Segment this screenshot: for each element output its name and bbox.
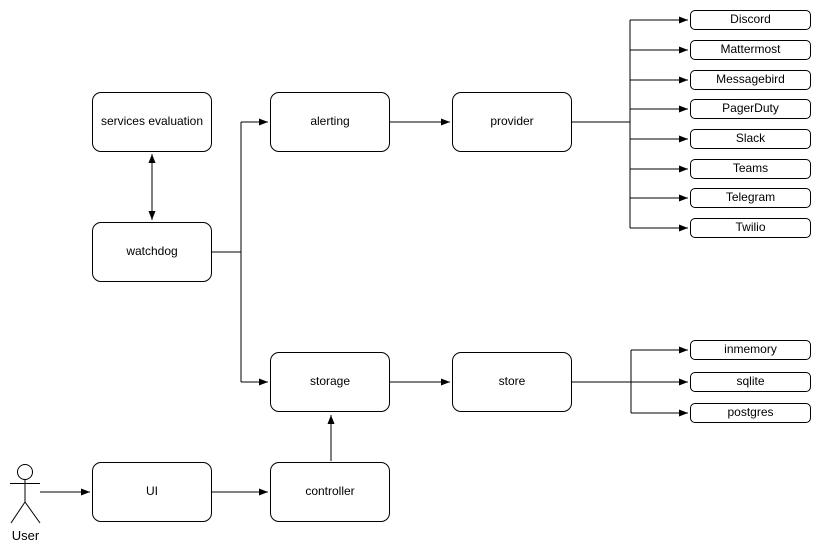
node-storage[interactable]: storage	[270, 352, 390, 412]
provider-leaf-pagerduty[interactable]: PagerDuty	[690, 99, 811, 119]
node-provider[interactable]: provider	[452, 92, 572, 152]
node-store[interactable]: store	[452, 352, 572, 412]
node-services-evaluation[interactable]: services evaluation	[92, 92, 212, 152]
provider-leaf-teams[interactable]: Teams	[690, 159, 811, 179]
provider-leaf-messagebird[interactable]: Messagebird	[690, 70, 811, 90]
node-ui[interactable]: UI	[92, 462, 212, 522]
provider-leaf-discord[interactable]: Discord	[690, 10, 811, 30]
user-actor-label: User	[11, 528, 40, 543]
provider-leaf-mattermost[interactable]: Mattermost	[690, 40, 811, 60]
store-leaf-postgres[interactable]: postgres	[690, 403, 811, 423]
provider-leaf-slack[interactable]: Slack	[690, 129, 811, 149]
provider-leaf-twilio[interactable]: Twilio	[690, 218, 811, 238]
store-leaf-sqlite[interactable]: sqlite	[690, 372, 811, 392]
node-alerting[interactable]: alerting	[270, 92, 390, 152]
provider-leaf-telegram[interactable]: Telegram	[690, 188, 811, 208]
user-actor-figure[interactable]	[10, 464, 41, 524]
node-watchdog[interactable]: watchdog	[92, 222, 212, 282]
store-leaf-inmemory[interactable]: inmemory	[690, 340, 811, 360]
node-controller[interactable]: controller	[270, 462, 390, 522]
